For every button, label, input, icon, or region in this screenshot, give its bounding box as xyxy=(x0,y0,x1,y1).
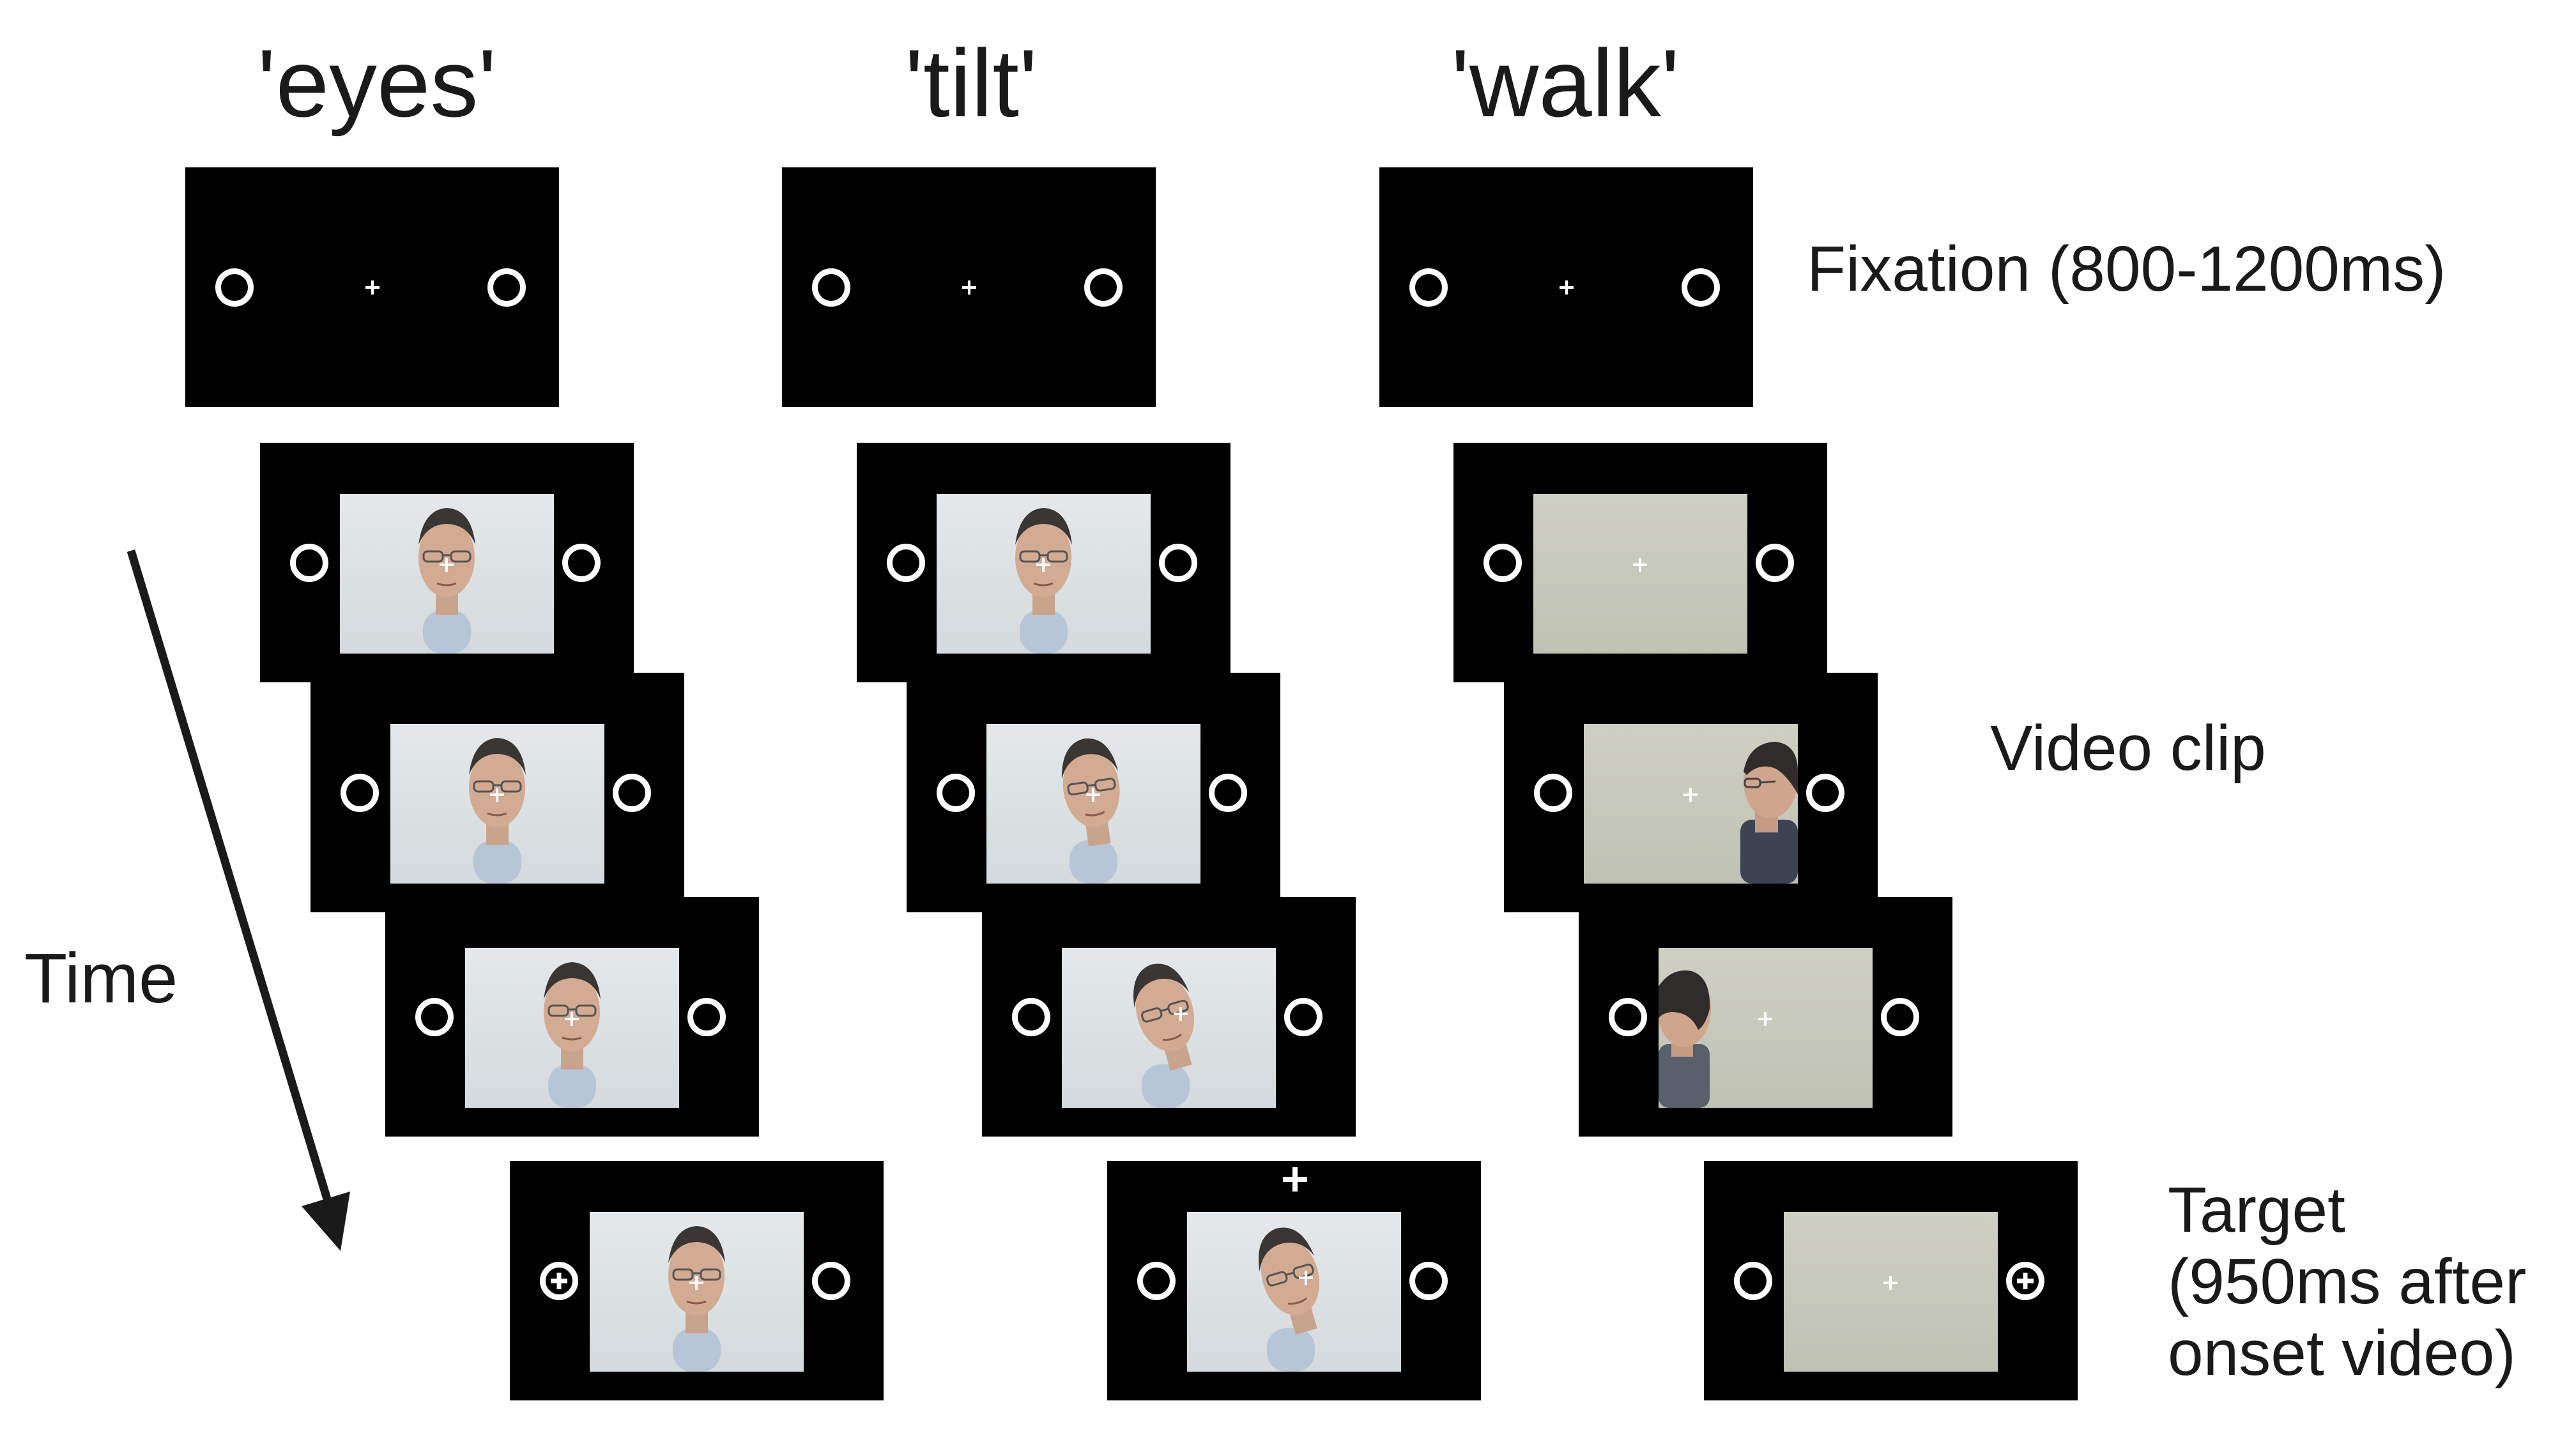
video-face-front xyxy=(590,1212,804,1372)
video-face-tilted xyxy=(1187,1212,1401,1372)
video-frame-tilt-1 xyxy=(857,443,1230,682)
column-title-tilt: 'tilt' xyxy=(905,29,1038,137)
fixation-cross-icon xyxy=(1036,558,1050,572)
ring-icon xyxy=(1734,1262,1772,1300)
video-frame-walk-2 xyxy=(1504,673,1878,912)
face-front-icon xyxy=(469,738,526,884)
ring-icon xyxy=(1806,774,1844,812)
video-frame-tilt-2 xyxy=(907,673,1280,912)
video-face-front xyxy=(937,494,1151,654)
video-empty-wall xyxy=(1533,494,1747,654)
fixation-screen-walk xyxy=(1379,167,1753,407)
fixation-cross-icon xyxy=(1683,788,1698,802)
ring-icon xyxy=(1084,268,1123,307)
fixation-cross-icon xyxy=(1560,280,1574,295)
video-frame-walk-3 xyxy=(1579,897,1952,1137)
video-face-front xyxy=(340,494,554,654)
column-title-eyes: 'eyes' xyxy=(257,29,497,137)
fixation-cross-icon xyxy=(1086,788,1100,802)
video-face-tilted xyxy=(986,724,1200,884)
face-profile-icon xyxy=(1740,742,1798,884)
video-frame-tilt-3 xyxy=(982,897,1356,1137)
ring-icon xyxy=(290,544,328,582)
ring-icon xyxy=(1534,774,1572,812)
face-front-icon xyxy=(668,1226,725,1372)
label-target-line1: Target xyxy=(2168,1174,2345,1246)
ring-icon xyxy=(687,998,726,1036)
target-screen-walk xyxy=(1704,1161,2078,1400)
target-screen-tilt xyxy=(1107,1161,1481,1400)
ring-icon xyxy=(1012,998,1050,1036)
ring-icon xyxy=(415,998,454,1036)
ring-icon xyxy=(1609,998,1647,1036)
fixation-cross-icon xyxy=(1758,1012,1772,1026)
label-fixation: Fixation (800-1200ms) xyxy=(1807,233,2446,305)
video-frame-eyes-1 xyxy=(260,443,634,682)
face-tilted-icon xyxy=(1061,738,1120,884)
face-tilted-icon xyxy=(1259,1227,1320,1372)
ring-icon xyxy=(215,268,254,307)
ring-icon xyxy=(812,268,850,307)
fixation-cross-icon xyxy=(962,280,976,295)
column-title-walk: 'walk' xyxy=(1451,29,1680,137)
target-screen-eyes xyxy=(510,1161,884,1400)
video-empty-wall xyxy=(1784,1212,1998,1372)
face-front-icon xyxy=(418,508,475,654)
ring-icon xyxy=(1682,268,1720,307)
ring-icon xyxy=(1483,544,1522,582)
face-front-icon xyxy=(1015,508,1072,654)
fixation-cross-icon xyxy=(365,280,379,295)
fixation-cross-icon xyxy=(1883,1276,1897,1290)
fixation-cross-icon xyxy=(1174,1007,1188,1021)
ring-plus-icon xyxy=(2006,1262,2044,1300)
video-face-front xyxy=(390,724,604,884)
ring-icon xyxy=(1209,774,1247,812)
ring-icon xyxy=(812,1262,850,1300)
ring-icon xyxy=(1284,998,1322,1036)
ring-icon xyxy=(341,774,379,812)
fixation-cross-icon xyxy=(565,1012,579,1026)
face-tilted-icon xyxy=(1133,963,1195,1108)
video-face-front xyxy=(465,948,679,1108)
fixation-screen-tilt xyxy=(782,167,1156,407)
label-time: Time xyxy=(24,939,178,1018)
fixation-cross-icon xyxy=(490,788,504,802)
ring-icon xyxy=(1756,544,1794,582)
ring-icon xyxy=(1409,268,1448,307)
fixation-screen-eyes xyxy=(185,167,559,407)
label-video-clip: Video clip xyxy=(1990,712,2266,784)
label-target-line3: onset video) xyxy=(2168,1317,2516,1389)
label-target: Target (950ms after onset video) xyxy=(2168,1174,2526,1389)
label-target-line2: (950ms after xyxy=(2168,1246,2527,1317)
ring-icon xyxy=(937,774,975,812)
face-front-icon xyxy=(544,962,601,1108)
target-plus-icon xyxy=(1283,1167,1307,1192)
fixation-cross-icon xyxy=(689,1276,703,1290)
ring-icon xyxy=(1881,998,1919,1036)
ring-icon xyxy=(1137,1262,1176,1300)
ring-icon xyxy=(562,544,601,582)
ring-icon xyxy=(887,544,925,582)
ring-icon xyxy=(613,774,651,812)
video-face-tilted xyxy=(1062,948,1276,1108)
ring-icon xyxy=(487,268,526,307)
ring-icon xyxy=(1409,1262,1448,1300)
video-walker-leaving xyxy=(1659,948,1873,1108)
video-frame-walk-1 xyxy=(1453,443,1827,682)
head-back-icon xyxy=(1659,970,1711,1108)
video-walker-entering xyxy=(1584,724,1798,884)
ring-icon xyxy=(1159,544,1197,582)
fixation-cross-icon xyxy=(1299,1271,1313,1285)
ring-plus-icon xyxy=(540,1262,578,1300)
video-frame-eyes-2 xyxy=(310,673,684,912)
fixation-cross-icon xyxy=(440,558,454,572)
video-frame-eyes-3 xyxy=(385,897,759,1137)
fixation-cross-icon xyxy=(1633,558,1647,572)
